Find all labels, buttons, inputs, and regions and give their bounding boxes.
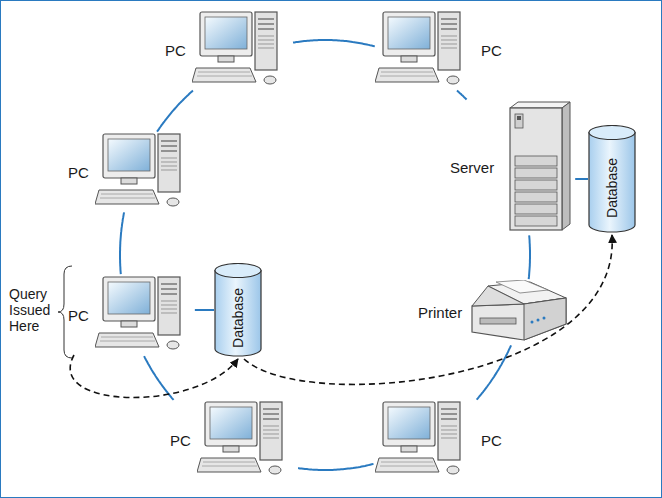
network-cable	[477, 345, 512, 399]
pc-icon	[375, 10, 475, 90]
pc-node: PC	[170, 400, 297, 480]
device-label: PC	[481, 432, 502, 449]
device-label: PC	[481, 42, 502, 59]
database-label: Database	[230, 288, 246, 348]
query-arrow	[244, 235, 612, 384]
device-label: PC	[170, 432, 191, 449]
network-cable	[157, 91, 193, 132]
database-cylinder: Database	[214, 263, 262, 357]
device-label: Printer	[418, 304, 462, 321]
pc-icon	[95, 275, 195, 355]
pc-icon	[375, 400, 475, 480]
server-node: Server	[450, 100, 575, 235]
network-cable	[120, 212, 124, 274]
network-cable	[195, 309, 214, 311]
network-cable	[529, 235, 530, 279]
network-cable	[457, 91, 467, 100]
pc-node: PC	[68, 275, 195, 355]
network-cable	[575, 178, 588, 180]
network-cable	[293, 40, 375, 46]
device-label: Server	[450, 159, 494, 176]
pc-node: PC	[68, 132, 195, 212]
pc-icon	[95, 132, 195, 212]
pc-node: PC	[375, 10, 502, 90]
database-label: Database	[604, 158, 620, 218]
printer-node: Printer	[418, 280, 568, 345]
network-cable	[298, 464, 373, 470]
pc-node: PC	[375, 400, 502, 480]
query-arrow	[70, 355, 238, 398]
database-cylinder: Database	[588, 125, 636, 233]
pc-icon	[197, 400, 297, 480]
pc-node: PC	[165, 10, 292, 90]
network-cable	[144, 356, 174, 400]
device-label: PC	[165, 42, 186, 59]
callout-note: Query Issued Here	[9, 286, 59, 334]
device-label: PC	[68, 307, 89, 324]
device-label: PC	[68, 164, 89, 181]
pc-icon	[192, 10, 292, 90]
printer-icon	[468, 280, 568, 345]
server-icon	[500, 100, 575, 235]
